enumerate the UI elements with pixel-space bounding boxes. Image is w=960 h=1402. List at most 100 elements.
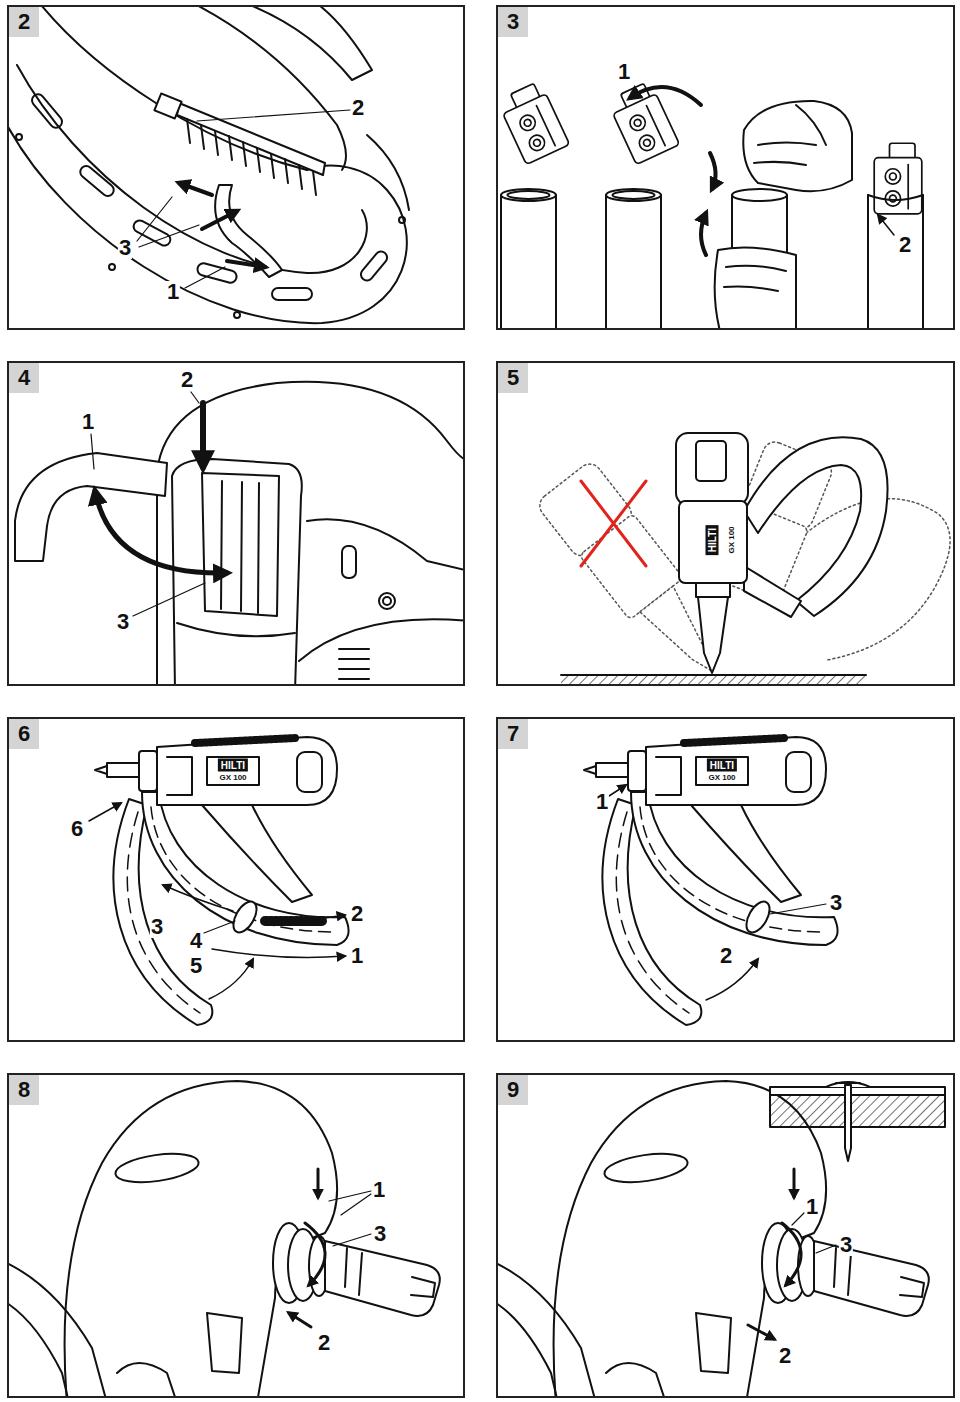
line-art [342, 546, 356, 578]
line-art [204, 921, 235, 933]
callout-number: 1 [372, 1179, 386, 1201]
line-art [209, 959, 253, 999]
line-art [701, 213, 706, 255]
step-number: 5 [498, 363, 528, 393]
line-art [724, 266, 786, 291]
line-art [581, 481, 646, 566]
line-art [177, 623, 295, 636]
line-art [307, 519, 464, 571]
line-art [95, 737, 349, 1025]
line-art [221, 481, 259, 613]
figure-panel: 8 [7, 1073, 465, 1398]
line-art [30, 92, 65, 130]
line-art [333, 1234, 371, 1246]
line-art [187, 119, 316, 195]
figure-panel: 2 [7, 5, 465, 330]
line-art [748, 1325, 774, 1339]
line-art [227, 261, 265, 267]
line-art [606, 195, 661, 328]
line-art [743, 101, 852, 191]
line-art [584, 737, 838, 1025]
line-art [696, 583, 730, 597]
line-art [501, 195, 556, 328]
callout-number: 5 [189, 955, 203, 977]
callout-number: 6 [70, 818, 84, 840]
line-art [613, 191, 655, 199]
line-art [561, 676, 866, 684]
callout-number: 1 [166, 281, 180, 303]
step-number: 3 [498, 7, 528, 37]
line-art [185, 267, 225, 288]
line-art [501, 189, 556, 201]
step-number: 4 [9, 363, 39, 393]
line-art [196, 262, 238, 284]
line-art [15, 382, 464, 684]
line-art [606, 189, 661, 201]
line-art [339, 649, 369, 679]
line-art [200, 403, 206, 467]
callout-number: 3 [118, 237, 132, 259]
callout-number: 1 [81, 411, 95, 433]
callout-number: 3 [373, 1223, 387, 1245]
callout-number: 3 [839, 1234, 853, 1256]
line-art [212, 949, 345, 957]
line-art [191, 392, 199, 403]
line-art [9, 7, 409, 323]
callout-number: 4 [189, 930, 203, 952]
line-art [607, 81, 680, 165]
brand-logo: HILTI [218, 759, 248, 772]
line-art [710, 153, 716, 189]
model-name: GX 100 [727, 525, 736, 554]
line-art [133, 583, 205, 616]
line-art [770, 1087, 945, 1095]
figure-panel: 5 [496, 361, 955, 686]
line-art [399, 217, 405, 223]
line-art [202, 473, 279, 616]
line-art [89, 803, 121, 821]
magazine-closeup [7, 0, 409, 323]
line-art [139, 225, 199, 247]
line-art [109, 264, 115, 270]
line-art [584, 737, 838, 1025]
line-art [561, 674, 866, 676]
nosepiece-adjusted [496, 1081, 945, 1402]
callout-number: 2 [350, 903, 364, 925]
cartridge-insertion [497, 81, 923, 335]
line-art [299, 619, 464, 661]
line-art [367, 135, 409, 210]
line-art [508, 191, 550, 199]
model-name: GX 100 [707, 773, 736, 782]
line-art [89, 737, 349, 1025]
line-art [7, 0, 960, 1402]
line-art [163, 885, 233, 911]
line-art [379, 593, 395, 609]
callout-number: 1 [350, 945, 364, 967]
brand-logo: HILTI [707, 759, 737, 772]
callout-number: 2 [778, 1345, 792, 1367]
line-art [878, 215, 894, 235]
line-art [770, 904, 826, 914]
step-number: 9 [498, 1075, 528, 1105]
line-art [744, 566, 801, 617]
line-art [265, 916, 323, 926]
line-art [696, 441, 726, 481]
line-art [732, 189, 787, 201]
line-art [679, 501, 747, 583]
line-art [868, 195, 923, 328]
magazine-closing [584, 737, 838, 1025]
line-art [793, 1169, 796, 1197]
line-art [229, 898, 262, 936]
step-number: 7 [498, 719, 528, 749]
line-art [358, 249, 389, 283]
line-art [9, 1081, 440, 1396]
line-art [95, 491, 227, 573]
line-art [78, 164, 116, 199]
line-art [325, 915, 345, 918]
step-number: 8 [9, 1075, 39, 1105]
battery-compartment [15, 382, 469, 691]
line-art [676, 433, 748, 505]
step-number: 2 [9, 7, 39, 37]
line-art [715, 247, 796, 328]
line-art [91, 434, 94, 469]
callout-number: 2 [898, 234, 912, 256]
